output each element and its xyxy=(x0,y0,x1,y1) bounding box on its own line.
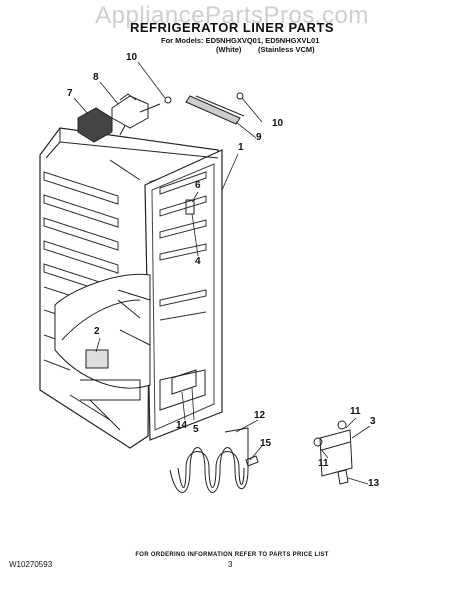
page-title: REFRIGERATOR LINER PARTS xyxy=(129,20,335,35)
callout-2: 2 xyxy=(94,326,100,337)
part-2-vent xyxy=(85,349,109,369)
callout-7: 7 xyxy=(67,88,73,99)
part-6-clip xyxy=(185,199,195,215)
callout-10-top: 10 xyxy=(126,52,138,63)
callout-11-top: 11 xyxy=(350,406,361,417)
callout-8: 8 xyxy=(93,72,99,83)
callout-12: 12 xyxy=(254,410,266,421)
variant-stainless: (Stainless VCM) xyxy=(258,45,315,54)
part-12-heater xyxy=(169,427,249,493)
variant-white: (White) xyxy=(216,45,242,54)
part-10-screw-b xyxy=(236,92,244,100)
callout-13: 13 xyxy=(368,478,380,489)
part-7-8-housing xyxy=(77,93,161,143)
callout-4: 4 xyxy=(195,256,201,267)
callout-3: 3 xyxy=(370,416,376,427)
callout-10-right: 10 xyxy=(272,118,284,129)
part-9-rail xyxy=(185,95,245,125)
part-3-lamp-housing xyxy=(313,420,353,485)
leader-lines xyxy=(73,61,371,485)
callout-9: 9 xyxy=(256,132,262,143)
callout-1: 1 xyxy=(238,142,244,153)
ordering-note: FOR ORDERING INFORMATION REFER TO PARTS … xyxy=(135,552,329,558)
part-10-screw-a xyxy=(164,96,172,104)
page-number: 3 xyxy=(228,560,233,569)
callout-14: 14 xyxy=(176,420,188,431)
part-14-bracket xyxy=(171,369,197,395)
document-code: W10270593 xyxy=(9,560,53,569)
models-line: For Models: ED5NHGXVQ01, ED5NHGXVL01 xyxy=(161,36,320,45)
callout-11-bottom: 11 xyxy=(318,458,329,469)
liner-body xyxy=(39,119,223,449)
callout-5: 5 xyxy=(193,424,199,435)
callout-15: 15 xyxy=(260,438,272,449)
callout-6: 6 xyxy=(195,180,201,191)
watermark: AppliancePartsPros.com xyxy=(95,2,369,29)
